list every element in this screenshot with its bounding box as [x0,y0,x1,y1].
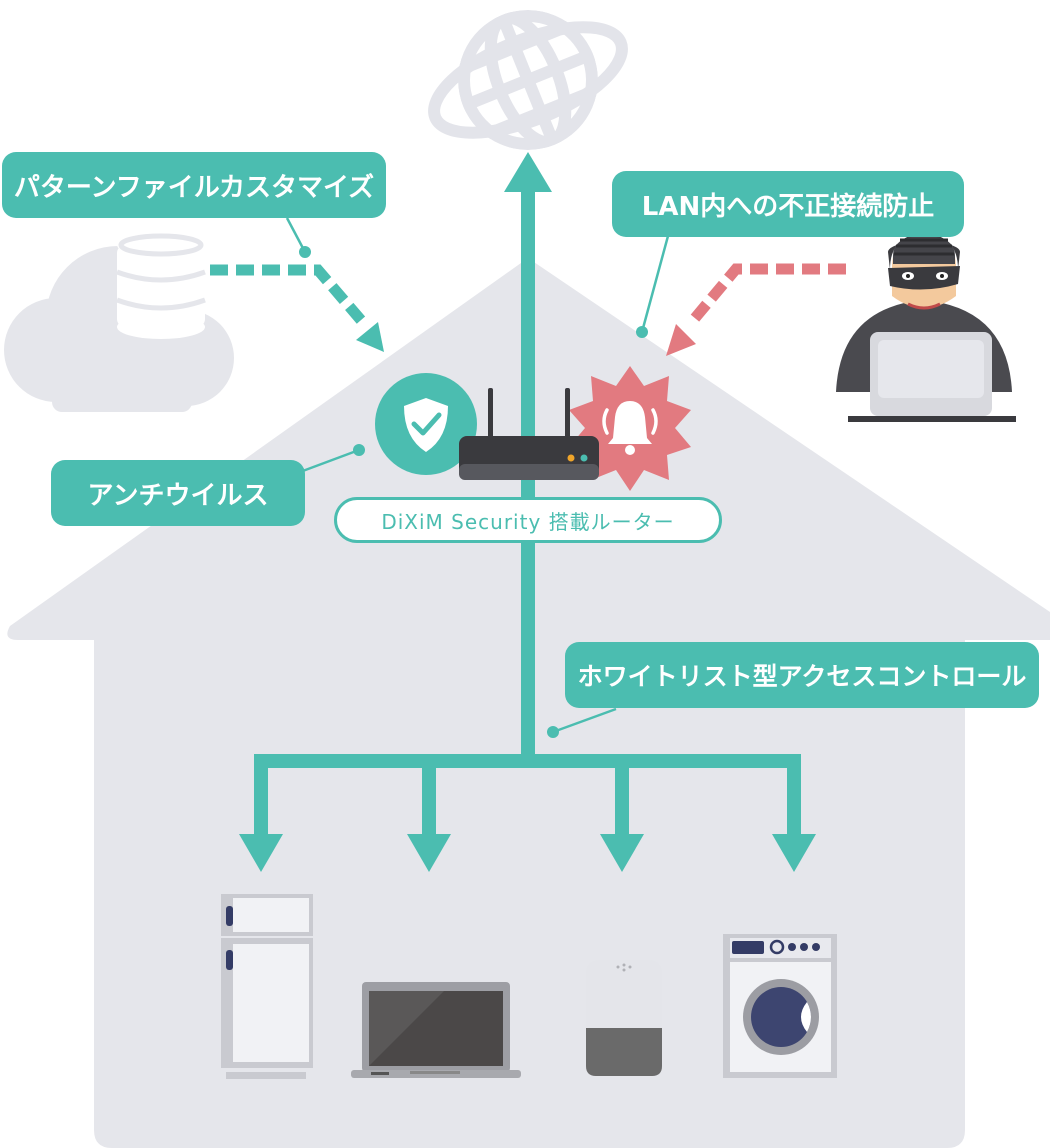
label-pattern-file: パターンファイルカスタマイズ [2,152,386,218]
globe-icon [428,10,628,150]
washing-machine-icon [723,934,837,1078]
intrusion-arrow [666,263,846,356]
label-connectors [285,217,670,738]
label-antivirus: アンチウイルス [51,460,305,526]
laptop-icon [351,982,521,1078]
alarm-bell-icon [569,366,691,491]
cloud-database-icon [4,233,234,412]
hacker-icon [836,234,1016,422]
smart-speaker-icon [586,960,662,1076]
label-whitelist: ホワイトリスト型アクセスコントロール [565,642,1039,708]
pattern-file-arrow [210,264,384,352]
router-label: DiXiM Security 搭載ルーター [334,497,722,543]
shield-check-icon [375,373,477,475]
label-lan-protection: LAN内への不正接続防止 [612,171,964,237]
router-icon [459,388,599,480]
refrigerator-icon [221,894,313,1079]
